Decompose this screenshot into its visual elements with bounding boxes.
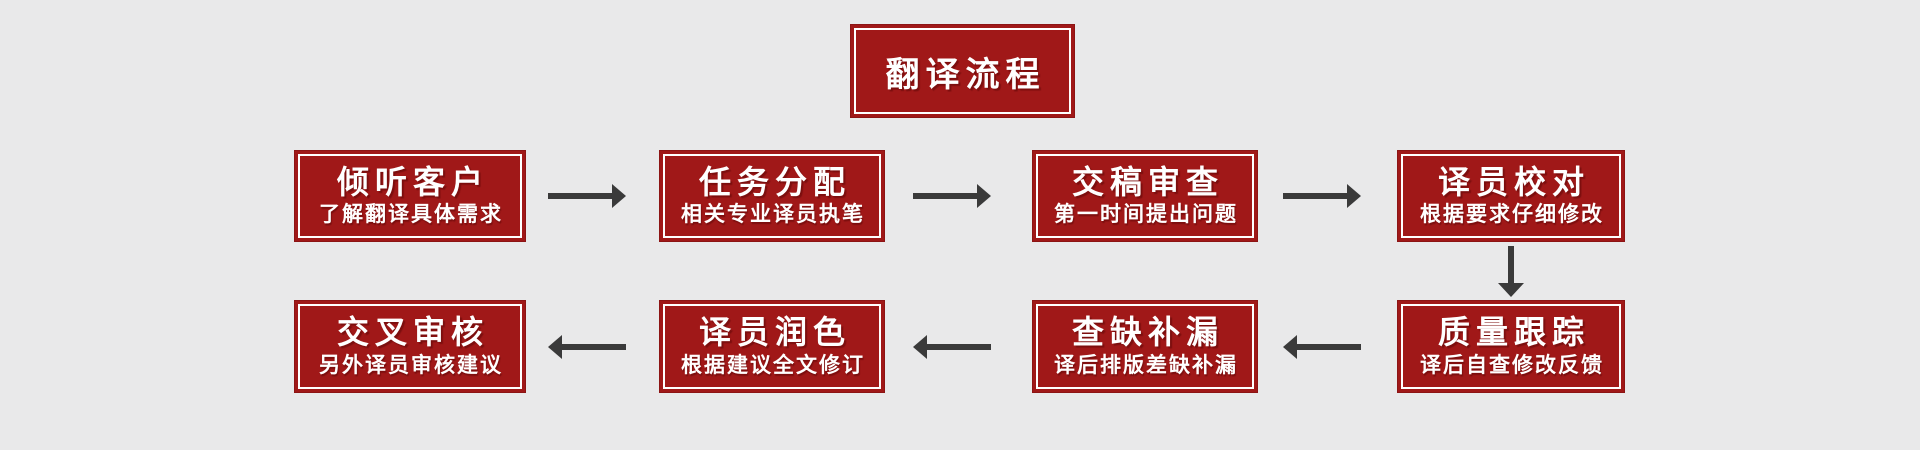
arrow-head (1283, 335, 1297, 359)
step-subtitle: 根据要求仔细修改 (1420, 203, 1604, 227)
arrow-shaft (913, 193, 978, 199)
step-subtitle: 译后排版差缺补漏 (1054, 353, 1238, 377)
step-title: 交叉审核 (336, 314, 489, 351)
step-cross-review: 交叉审核 另外译员审核建议 (294, 300, 526, 393)
step-title: 交稿审查 (1071, 163, 1224, 200)
step-title: 倾听客户 (336, 163, 489, 200)
step-title: 质量跟踪 (1437, 314, 1590, 351)
arrow-shaft (1296, 344, 1361, 350)
arrow-left-icon (913, 335, 991, 359)
step-subtitle: 相关专业译员执笔 (681, 203, 865, 227)
arrow-shaft (1508, 246, 1514, 284)
step-inner-frame: 质量跟踪 译后自查修改反馈 (1401, 304, 1621, 389)
step-quality-tracking: 质量跟踪 译后自查修改反馈 (1397, 300, 1625, 393)
step-listen-customer: 倾听客户 了解翻译具体需求 (294, 150, 526, 242)
step-subtitle: 根据建议全文修订 (681, 353, 865, 377)
step-title: 查缺补漏 (1071, 314, 1224, 351)
arrow-shaft (561, 344, 626, 350)
arrow-shaft (548, 193, 613, 199)
arrow-head (1347, 184, 1361, 208)
arrow-right-icon (913, 184, 991, 208)
step-task-assignment: 任务分配 相关专业译员执笔 (659, 150, 885, 242)
step-inner-frame: 交叉审核 另外译员审核建议 (298, 304, 522, 389)
step-gap-check-fill: 查缺补漏 译后排版差缺补漏 (1032, 300, 1258, 393)
arrow-head (1498, 283, 1524, 297)
step-subtitle: 另外译员审核建议 (319, 353, 503, 377)
flowchart-title: 翻译流程 (885, 55, 1046, 94)
arrow-head (612, 184, 626, 208)
arrow-down-icon (1498, 246, 1524, 297)
arrow-shaft (1283, 193, 1348, 199)
arrow-shaft (926, 344, 991, 350)
arrow-right-icon (548, 184, 626, 208)
arrow-left-icon (1283, 335, 1361, 359)
step-title: 译员校对 (1437, 163, 1590, 200)
step-inner-frame: 查缺补漏 译后排版差缺补漏 (1036, 304, 1254, 389)
flowchart-title-box: 翻译流程 (850, 24, 1075, 118)
step-inner-frame: 译员校对 根据要求仔细修改 (1401, 154, 1621, 238)
step-title: 任务分配 (698, 163, 851, 200)
step-title: 译员润色 (698, 314, 851, 351)
step-subtitle: 了解翻译具体需求 (319, 203, 503, 227)
step-inner-frame: 倾听客户 了解翻译具体需求 (298, 154, 522, 238)
arrow-right-icon (1283, 184, 1361, 208)
arrow-head (913, 335, 927, 359)
step-subtitle: 译后自查修改反馈 (1420, 353, 1604, 377)
step-draft-review: 交稿审查 第一时间提出问题 (1032, 150, 1258, 242)
step-inner-frame: 译员润色 根据建议全文修订 (663, 304, 881, 389)
step-inner-frame: 交稿审查 第一时间提出问题 (1036, 154, 1254, 238)
step-subtitle: 第一时间提出问题 (1054, 203, 1238, 227)
arrow-head (977, 184, 991, 208)
arrow-left-icon (548, 335, 626, 359)
arrow-head (548, 335, 562, 359)
step-translator-proofreading: 译员校对 根据要求仔细修改 (1397, 150, 1625, 242)
step-translator-polishing: 译员润色 根据建议全文修订 (659, 300, 885, 393)
step-inner-frame: 任务分配 相关专业译员执笔 (663, 154, 881, 238)
flowchart-title-inner-frame: 翻译流程 (854, 28, 1071, 114)
